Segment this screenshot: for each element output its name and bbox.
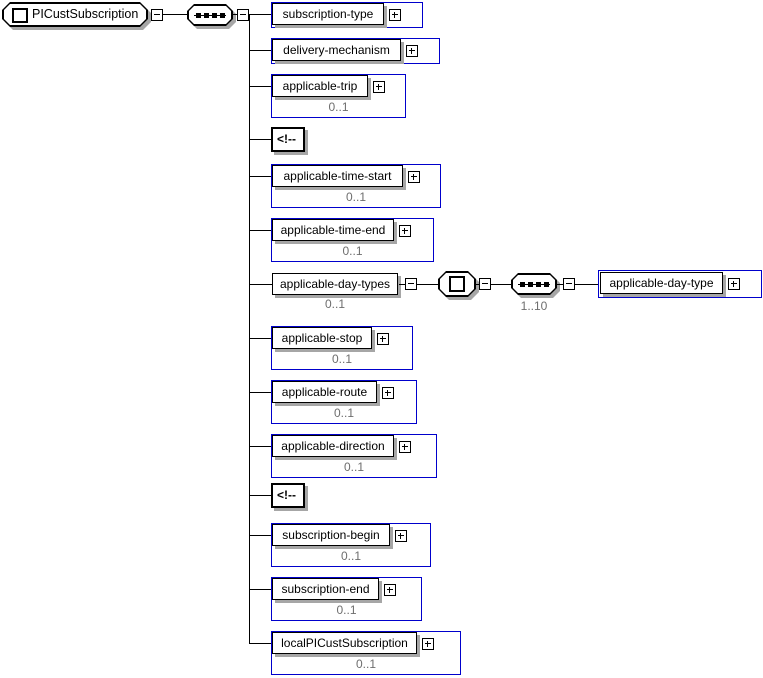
element-box-subscription-type[interactable]: subscription-type	[272, 3, 384, 25]
element-box-applicable-direction[interactable]: applicable-direction	[272, 435, 394, 457]
collapse-button[interactable]	[405, 278, 417, 290]
element-box-localPICustSubscription[interactable]: localPICustSubscription	[272, 632, 417, 654]
cardinality-label: 0..1	[342, 244, 363, 258]
element-link-rect: subscription-end 0..1	[271, 577, 422, 621]
connector-line	[250, 230, 271, 231]
comment-box: <!--	[271, 483, 305, 508]
collapse-button[interactable]	[151, 9, 163, 21]
collapse-button[interactable]	[563, 278, 575, 290]
cardinality-label: 0..1	[333, 406, 354, 420]
root-element-label: PICustSubscription	[32, 7, 139, 21]
expand-button[interactable]	[406, 45, 418, 57]
cardinality-label: 0..1	[340, 549, 361, 563]
root-element-fill	[4, 4, 146, 25]
connector-line	[399, 284, 405, 285]
connector-line	[417, 284, 438, 285]
cardinality-label: 0..1	[331, 352, 352, 366]
element-box-applicable-day-type[interactable]: applicable-day-type	[600, 272, 723, 294]
expand-button[interactable]	[408, 171, 420, 183]
cardinality-label: 0..1	[345, 190, 366, 204]
element-box-applicable-route[interactable]: applicable-route	[272, 381, 377, 403]
element-link-rect: localPICustSubscription 0..1	[271, 631, 461, 675]
connector-line	[250, 392, 271, 393]
connector-line	[250, 176, 271, 177]
expand-button[interactable]	[395, 530, 407, 542]
connector-line	[163, 14, 187, 15]
element-box-subscription-end[interactable]: subscription-end	[272, 578, 379, 600]
connector-line	[233, 14, 237, 15]
element-box-applicable-time-start[interactable]: applicable-time-start	[272, 165, 403, 187]
cardinality-label: 0..1	[355, 657, 376, 671]
complex-element-icon	[12, 8, 28, 23]
expand-button[interactable]	[399, 441, 411, 453]
sequence-compositor-icon	[187, 4, 233, 26]
element-box-applicable-time-end[interactable]: applicable-time-end	[272, 219, 394, 241]
expand-button[interactable]	[377, 333, 389, 345]
cardinality-label: 0..1	[328, 100, 349, 114]
expand-button[interactable]	[382, 387, 394, 399]
element-box-applicable-stop[interactable]: applicable-stop	[272, 327, 372, 349]
trunk-line	[249, 14, 250, 644]
all-compositor-icon	[438, 271, 476, 297]
element-link-rect: subscription-begin 0..1	[271, 523, 431, 567]
cardinality-label: 1..10	[520, 299, 548, 313]
connector-line	[575, 284, 598, 285]
element-link-rect: subscription-type	[271, 2, 423, 28]
connector-line	[476, 284, 479, 285]
comment-box: <!--	[271, 127, 305, 152]
expand-button[interactable]	[399, 225, 411, 237]
element-link-rect: applicable-route 0..1	[271, 380, 417, 424]
connector-line	[250, 86, 271, 87]
connector-line	[250, 139, 271, 140]
element-link-rect: delivery-mechanism	[271, 38, 440, 64]
element-link-rect: applicable-time-end 0..1	[271, 218, 434, 262]
cardinality-label: 0..1	[336, 603, 357, 617]
connector-line	[250, 643, 271, 644]
expand-button[interactable]	[728, 278, 740, 290]
collapse-button[interactable]	[479, 278, 491, 290]
connector-line	[250, 495, 271, 496]
connector-line	[250, 284, 272, 285]
element-link-rect: applicable-day-type	[598, 270, 762, 298]
expand-button[interactable]	[422, 638, 434, 650]
element-link-rect: applicable-stop 0..1	[271, 326, 413, 370]
element-link-rect: applicable-direction 0..1	[271, 434, 437, 478]
connector-line	[250, 14, 271, 15]
connector-line	[491, 284, 511, 285]
element-box-applicable-trip[interactable]: applicable-trip	[272, 75, 368, 97]
collapse-button[interactable]	[237, 9, 249, 21]
connector-line	[250, 338, 271, 339]
element-link-rect: applicable-trip 0..1	[271, 74, 406, 118]
root-element-box[interactable]: PICustSubscription	[2, 2, 148, 27]
connector-line	[250, 50, 271, 51]
element-box-subscription-begin[interactable]: subscription-begin	[272, 524, 390, 546]
element-box-delivery-mechanism[interactable]: delivery-mechanism	[272, 39, 401, 61]
sequence-compositor-icon	[511, 273, 557, 295]
expand-button[interactable]	[373, 81, 385, 93]
expand-button[interactable]	[384, 584, 396, 596]
connector-line	[250, 589, 271, 590]
connector-line	[557, 284, 563, 285]
connector-line	[250, 446, 271, 447]
element-box-applicable-day-types[interactable]: applicable-day-types	[272, 273, 398, 295]
expand-button[interactable]	[389, 9, 401, 21]
cardinality-label: 0..1	[324, 297, 345, 311]
cardinality-label: 0..1	[343, 460, 364, 474]
connector-line	[250, 535, 271, 536]
element-link-rect: applicable-time-start 0..1	[271, 164, 441, 208]
